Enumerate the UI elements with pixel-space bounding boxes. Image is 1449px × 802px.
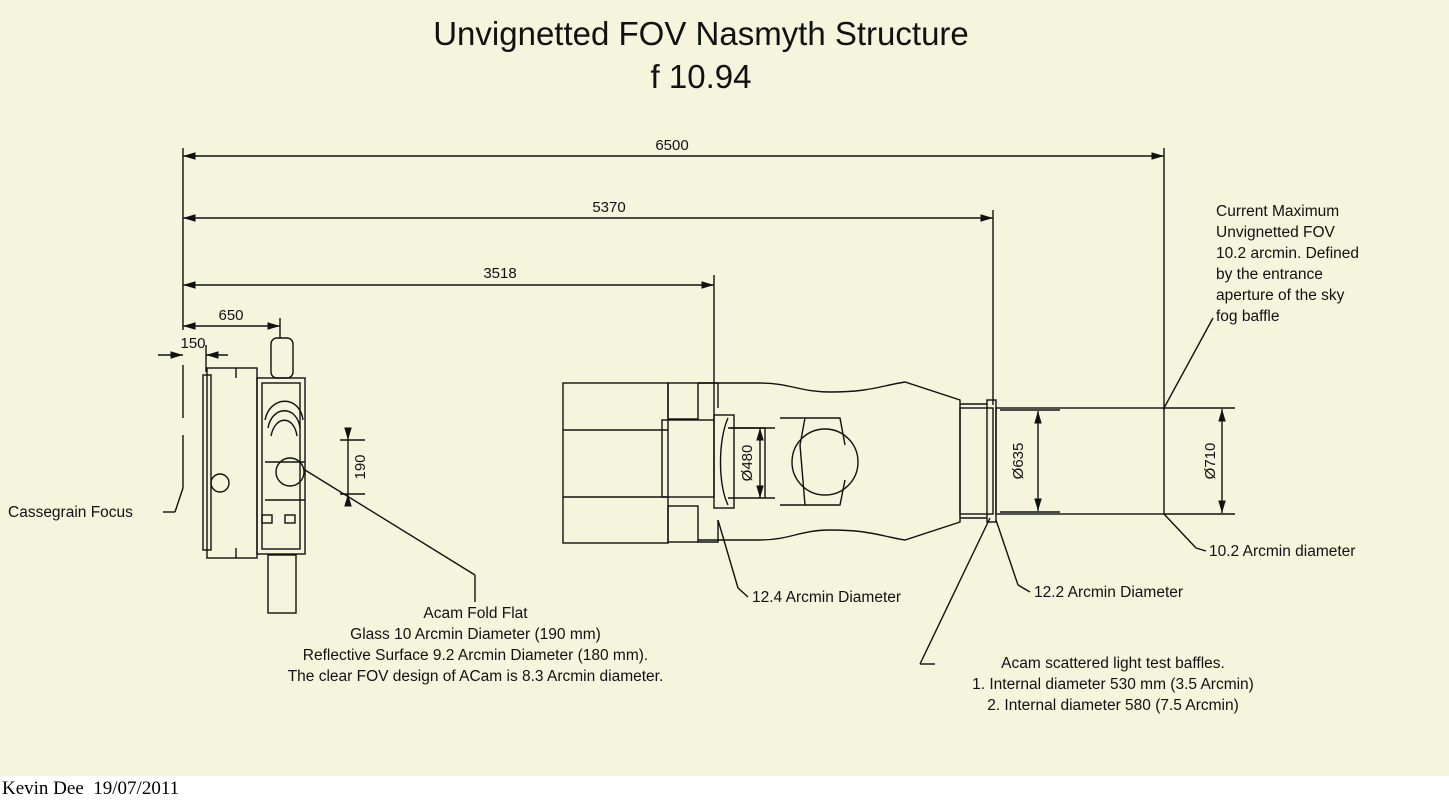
fold-flat-line: The clear FOV design of ACam is 8.3 Arcm… [287,668,664,685]
baffles-line: Acam scattered light test baffles. [1001,655,1225,672]
current-fov-line: fog baffle [1216,308,1280,325]
dim-text-480: Ø480 [739,445,756,482]
drawing-title: Unvignetted FOV Nasmyth Structure [433,15,969,52]
baffles-note: Acam scattered light test baffles. 1. In… [938,653,1288,716]
tapering-tube [698,381,961,541]
dim-text-635: Ø635 [1010,443,1027,480]
fold-flat-note: Acam Fold Flat Glass 10 Arcmin Diameter … [248,603,703,687]
fold-flat-line: Reflective Surface 9.2 Arcmin Diameter (… [302,647,649,664]
acam-flange [206,367,258,559]
current-fov-line: by the entrance [1216,266,1323,283]
baffles-line: 1. Internal diameter 530 mm (3.5 Arcmin) [972,676,1254,693]
fold-flat-holder [713,414,735,509]
current-fov-line: aperture of the sky [1216,287,1345,304]
dim-text-5370: 5370 [592,199,625,216]
baffle-plate [986,399,997,523]
leader-fold-flat [304,469,476,576]
leader-124 [717,519,739,589]
sky-fog-baffle [995,407,1165,515]
dim-text-710: Ø710 [1202,443,1219,480]
dim-text-150: 150 [180,335,205,352]
technical-drawing: 6500 5370 3518 650 150 190 Ø480 Ø635 Ø71… [158,137,1235,665]
leader-122 [995,519,1019,586]
nasmyth-structure [562,381,1165,544]
cassegrain-focus-label: Cassegrain Focus [8,504,133,521]
arcmin-122-label: 12.2 Arcmin Diameter [1034,584,1184,601]
rotator-body [562,382,669,544]
drawing-subtitle: f 10.94 [650,58,752,95]
leader-baffles [919,517,991,665]
current-fov-line: Current Maximum [1216,203,1340,220]
drawing-sheet [0,0,1449,776]
camera-circle [791,428,859,496]
dim-text-3518: 3518 [483,265,516,282]
leader-current-fov [1163,317,1214,409]
fold-flat-line: Glass 10 Arcmin Diameter (190 mm) [350,626,601,643]
arcmin-124-label: 12.4 Arcmin Diameter [752,589,902,606]
current-fov-line: Unvignetted FOV [1216,224,1335,241]
fold-flat-line: Acam Fold Flat [423,605,528,622]
arcmin-102-label: 10.2 Arcmin diameter [1209,543,1356,560]
dim-text-650: 650 [218,307,243,324]
dim-text-190: 190 [352,454,369,479]
author-date-footer: Kevin Dee 19/07/2011 [2,778,180,799]
current-fov-line: 10.2 arcmin. Defined [1216,245,1360,262]
acam-instrument [202,337,306,614]
current-fov-note: Current Maximum Unvignetted FOV 10.2 arc… [1216,201,1359,327]
baffles-line: 2. Internal diameter 580 (7.5 Arcmin) [987,697,1239,714]
dim-text-6500: 6500 [655,137,688,154]
leader-102 [1163,513,1197,549]
